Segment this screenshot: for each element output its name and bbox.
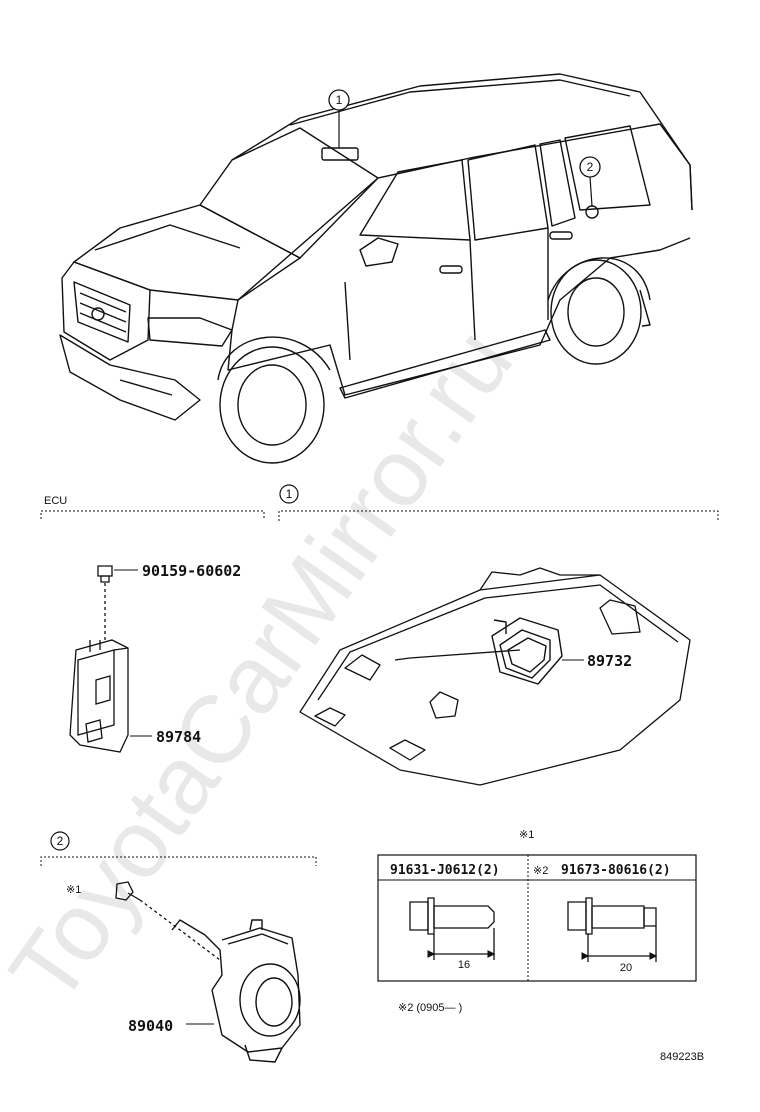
part-number-screw: 90159-60602: [142, 562, 241, 580]
callout-2-leader: [589, 176, 593, 207]
horn-unit: [171, 919, 301, 1063]
vehicle-illustration: [59, 73, 693, 464]
section-2-bracket: [40, 856, 317, 866]
bolt-1-length: 16: [458, 959, 470, 971]
section-2-circle: [50, 831, 70, 851]
section-ecu-bracket: [40, 510, 265, 519]
bolt-2-drawing: [567, 897, 658, 962]
section-2-label: 2: [57, 834, 64, 848]
bolt-col2-header: 91673-80616(2): [561, 863, 671, 878]
ecu-unit: [69, 639, 129, 753]
section-1-circle: [279, 484, 299, 504]
bolt-1-drawing: [409, 897, 496, 960]
diagram-code: 849223B: [660, 1051, 704, 1063]
section-1-bracket: [278, 510, 719, 521]
roof-headliner: [299, 567, 691, 786]
table-note-mark: ※1: [519, 829, 534, 841]
rain-sensor: [491, 617, 563, 685]
callout-1-label: 1: [336, 93, 343, 107]
watermark-text: ToyotaCarMirror.ru: [0, 310, 533, 1022]
bolt-col2-mark: ※2: [533, 865, 548, 877]
section-1-label: 1: [286, 487, 293, 501]
footnote: ※2 (0905— ): [398, 1002, 462, 1014]
bolt-col1-header: 91631-J0612(2): [390, 863, 500, 878]
section-ecu-title: ECU: [44, 495, 67, 507]
bolt-table: [377, 854, 697, 982]
screw-part: [97, 565, 113, 640]
part-number-ecu: 89784: [156, 728, 201, 746]
horn-bolt-note-mark: ※1: [66, 884, 81, 896]
horn-bolt: [115, 881, 221, 961]
bolt-2-length: 20: [620, 962, 632, 974]
part-number-horn: 89040: [128, 1017, 173, 1035]
callout-2-label: 2: [587, 160, 594, 174]
part-number-sensor: 89732: [587, 652, 632, 670]
